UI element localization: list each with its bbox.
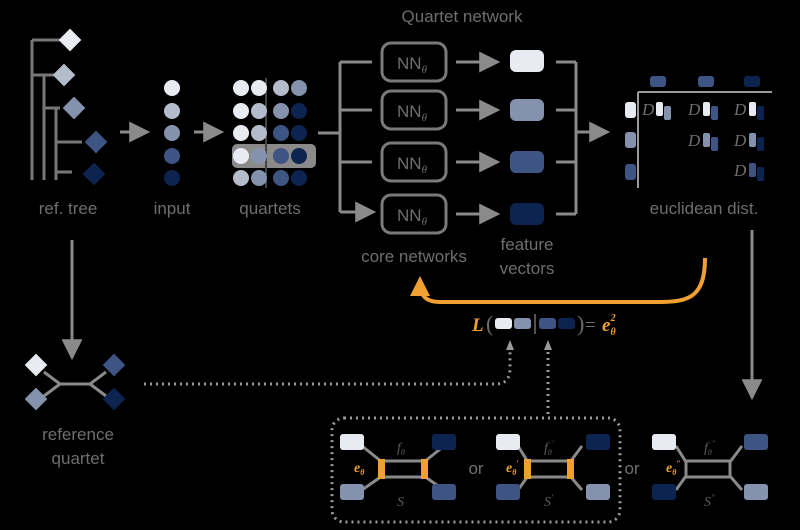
- reference-quartet-label-1: reference: [42, 425, 114, 444]
- svg-text:NNθ: NNθ: [397, 206, 428, 228]
- dotted-reference-connector: [144, 344, 512, 386]
- nn-to-feature-arrows: [456, 51, 501, 225]
- feature-vectors-label-1: feature: [501, 235, 554, 254]
- loss-symbol: L: [471, 315, 484, 336]
- svg-text:D: D: [687, 131, 701, 150]
- reference-quartet-label-2: quartet: [52, 449, 105, 468]
- ref-tree-label: ref. tree: [39, 199, 98, 218]
- nn-box-3: [380, 141, 448, 183]
- tree-leaf-1: [58, 28, 82, 52]
- input-column: [164, 80, 180, 186]
- svg-text:fθ′: fθ′: [544, 439, 554, 457]
- svg-text:NNθ: NNθ: [397, 154, 428, 176]
- svg-text:fθ″: fθ″: [704, 439, 716, 457]
- reference-tree: [30, 28, 108, 186]
- svg-text:=: =: [585, 315, 596, 336]
- svg-text:D: D: [733, 100, 747, 119]
- loss-expression: L ( ) = eθ2: [471, 311, 616, 338]
- svg-text:eθ: eθ: [354, 461, 365, 477]
- svg-text:S: S: [397, 495, 404, 510]
- svg-text:fθ: fθ: [397, 441, 405, 457]
- fanin-lines: [556, 60, 598, 216]
- svg-text:): ): [577, 311, 584, 336]
- or-label-2: or: [624, 459, 639, 478]
- svg-text:eθ′: eθ′: [506, 459, 519, 477]
- svg-text:D: D: [687, 100, 701, 119]
- alternative-topologies-box: [330, 416, 622, 524]
- svg-text:S″: S″: [704, 493, 715, 510]
- core-networks: NNθ NNθ NNθ NNθ: [380, 41, 448, 235]
- fanout-lines: [318, 60, 368, 214]
- svg-text:eθ″: eθ″: [666, 459, 681, 477]
- core-networks-label: core networks: [361, 247, 467, 266]
- nn-box-2: [380, 89, 448, 131]
- nn-box-1: [380, 41, 448, 83]
- tree-leaf-4: [84, 130, 108, 154]
- loss-feedback-arrow: [410, 257, 707, 304]
- nn-box-4: [380, 193, 448, 235]
- feature-vectors: [510, 50, 544, 225]
- tree-leaf-3: [62, 96, 86, 120]
- svg-text:D: D: [733, 131, 747, 150]
- quartet-network-title: Quartet network: [402, 7, 523, 26]
- reference-quartet: [24, 353, 126, 411]
- quartets-label: quartets: [239, 199, 300, 218]
- svg-text:D: D: [733, 161, 747, 180]
- distance-matrix: D D D D D D: [625, 76, 772, 188]
- svg-text:NNθ: NNθ: [397, 102, 428, 124]
- topology-s-double-prime: fθ″ eθ″ S″: [652, 434, 768, 510]
- tree-leaf-5: [82, 162, 106, 186]
- topology-s: fθ eθ S: [340, 434, 456, 510]
- svg-text:eθ2: eθ2: [602, 313, 616, 338]
- tree-leaf-2: [52, 63, 76, 87]
- topology-s-prime: fθ′ eθ′ S′: [496, 434, 610, 510]
- quartets-grid: [232, 78, 316, 188]
- euclidean-dist-label: euclidean dist.: [650, 199, 759, 218]
- svg-text:S′: S′: [544, 493, 554, 510]
- input-label: input: [154, 199, 191, 218]
- svg-text:(: (: [486, 311, 493, 336]
- svg-text:D: D: [641, 100, 655, 119]
- feature-vectors-label-2: vectors: [500, 259, 555, 278]
- or-label-1: or: [468, 459, 483, 478]
- svg-text:NNθ: NNθ: [397, 54, 428, 76]
